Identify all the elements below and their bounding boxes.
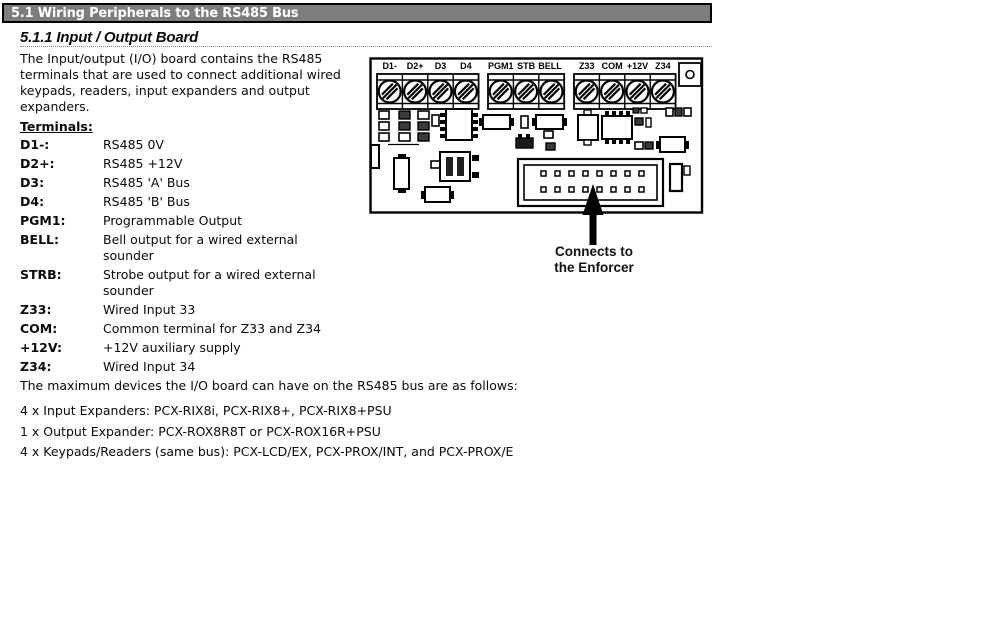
terminal-name: +12V: — [20, 340, 62, 355]
subsection-title: 5.1.1 Input / Output Board — [20, 29, 199, 46]
screw-terminal — [650, 79, 676, 104]
terminal-label: BELL — [538, 61, 562, 71]
device-limit-item: 1 x Output Expander: PCX-ROX8R8T or PCX-… — [20, 423, 381, 439]
terminal-name: Z33: — [20, 302, 52, 317]
terminal-row: BELL: Bell output for a wired external s… — [20, 232, 350, 264]
caption-line-2: the Enforcer — [554, 260, 634, 275]
section-header-bar: 5.1 Wiring Peripherals to the RS485 Bus — [2, 3, 712, 23]
terminal-row: PGM1: Programmable Output — [20, 213, 350, 229]
device-limit-item: 4 x Input Expanders: PCX-RIX8i, PCX-RIX8… — [20, 403, 392, 418]
terminal-row: Z34: Wired Input 34 — [20, 359, 350, 375]
terminal-description: RS485 0V — [103, 137, 164, 152]
terminal-description: RS485 'B' Bus — [103, 194, 190, 209]
terminal-label: +12V — [627, 61, 648, 71]
mounting-hole — [678, 62, 702, 87]
terminal-list: D1-: RS485 0V D2+: RS485 +12V D3: RS485 … — [20, 137, 350, 378]
dotted-rule — [20, 46, 712, 47]
terminal-name: STRB: — [20, 267, 62, 282]
screw-terminal — [453, 79, 478, 104]
terminal-description: Wired Input 34 — [103, 359, 196, 374]
screw-terminal — [428, 79, 453, 104]
terminal-description: Wired Input 33 — [103, 302, 196, 317]
terminal-name: PGM1: — [20, 213, 66, 228]
terminal-label: Z33 — [579, 61, 595, 71]
screw-terminal — [513, 79, 539, 104]
terminal-description: Bell output for a wired external sounder — [103, 232, 298, 263]
terminal-label: COM — [602, 61, 623, 71]
board-components — [370, 107, 692, 203]
terminal-block-rs485 — [376, 73, 480, 110]
terminal-name: D3: — [20, 175, 45, 190]
terminal-description: Strobe output for a wired external sound… — [103, 267, 316, 298]
terminal-description: RS485 +12V — [103, 156, 183, 171]
screw-terminal — [574, 79, 599, 104]
screw-terminal — [403, 79, 428, 104]
device-limits-list: 4 x Input Expanders: PCX-RIX8i, PCX-RIX8… — [20, 402, 700, 464]
screw-terminal — [599, 79, 625, 104]
max-devices-intro: The maximum devices the I/O board can ha… — [20, 378, 518, 393]
screw-terminal — [377, 79, 402, 104]
terminal-name: D2+: — [20, 156, 55, 171]
terminal-row: Z33: Wired Input 33 — [20, 302, 350, 318]
terminal-label: D1- — [382, 61, 397, 71]
terminal-row: D2+: RS485 +12V — [20, 156, 350, 172]
terminal-row: D3: RS485 'A' Bus — [20, 175, 350, 191]
connector-arrow — [582, 184, 604, 245]
section-header-title: 5.1 Wiring Peripherals to the RS485 Bus — [11, 5, 299, 21]
terminal-description: +12V auxiliary supply — [103, 340, 241, 355]
terminal-labels: D1- D2+ D3 D4 PGM1 STB BELL Z33 COM +12V… — [382, 61, 670, 71]
terminal-row: STRB: Strobe output for a wired external… — [20, 267, 350, 299]
terminal-row: D1-: RS485 0V — [20, 137, 350, 153]
terminal-name: D1-: — [20, 137, 50, 152]
terminal-description: Programmable Output — [103, 213, 243, 228]
io-board-diagram: D1- D2+ D3 D4 PGM1 STB BELL Z33 COM +12V… — [369, 57, 705, 292]
terminal-label: Z34 — [655, 61, 671, 71]
terminal-row: COM: Common terminal for Z33 and Z34 — [20, 321, 350, 337]
terminals-heading: Terminals: — [20, 119, 93, 134]
terminal-label: STB — [517, 61, 536, 71]
terminal-block-inputs — [573, 73, 677, 110]
terminal-name: COM: — [20, 321, 58, 336]
diagram-caption: Connects to the Enforcer — [518, 244, 670, 276]
enforcer-connector — [516, 157, 665, 208]
device-limit-item: 4 x Keypads/Readers (same bus): PCX-LCD/… — [20, 444, 514, 459]
terminal-label: D4 — [460, 61, 472, 71]
screw-terminal — [539, 79, 564, 104]
terminal-description: RS485 'A' Bus — [103, 175, 190, 190]
terminal-name: BELL: — [20, 232, 59, 247]
caption-line-1: Connects to — [554, 244, 633, 259]
terminal-name: Z34: — [20, 359, 52, 374]
terminal-label: D3 — [435, 61, 447, 71]
intro-paragraph: The Input/output (I/O) board contains th… — [20, 51, 341, 114]
terminal-row: +12V: +12V auxiliary supply — [20, 340, 350, 356]
terminal-name: D4: — [20, 194, 45, 209]
terminal-description: Common terminal for Z33 and Z34 — [103, 321, 322, 336]
screw-terminal — [488, 79, 513, 104]
terminal-label: D2+ — [407, 61, 424, 71]
terminal-row: D4: RS485 'B' Bus — [20, 194, 350, 210]
io-board-drawing: D1- D2+ D3 D4 PGM1 STB BELL Z33 COM +12V… — [369, 57, 704, 245]
terminal-label: PGM1 — [488, 61, 514, 71]
screw-terminal — [625, 79, 650, 104]
